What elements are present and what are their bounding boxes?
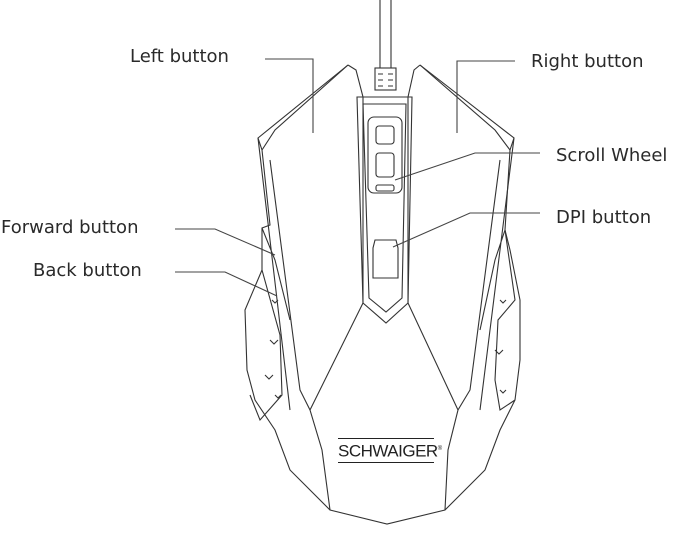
leader-scroll-wheel — [394, 152, 540, 181]
label-scroll-wheel: Scroll Wheel — [556, 145, 668, 166]
label-left-button: Left button — [130, 46, 229, 67]
label-dpi-button: DPI button — [556, 207, 652, 228]
center-channel — [356, 96, 413, 324]
leader-back-button — [175, 271, 278, 297]
brand-logo: SCHWAIGER® — [338, 438, 442, 463]
cable-connector — [374, 67, 397, 91]
left-grip — [249, 269, 283, 422]
mouse-drawing — [244, 0, 521, 525]
leader-forward-button — [175, 228, 276, 256]
mouse-shell — [244, 64, 521, 525]
leader-right-button — [456, 60, 515, 133]
right-grip — [494, 229, 516, 411]
registered-mark: ® — [437, 446, 442, 452]
brand-name: SCHWAIGER — [338, 441, 438, 461]
label-back-button: Back button — [33, 260, 142, 281]
label-right-button: Right button — [531, 51, 644, 72]
cable — [379, 0, 392, 68]
leader-lines — [175, 58, 540, 297]
dpi-button — [372, 239, 399, 279]
leader-dpi-button — [392, 212, 540, 248]
scroll-wheel — [367, 116, 403, 194]
leader-left-button — [265, 58, 314, 133]
label-forward-button: Forward button — [1, 217, 139, 238]
